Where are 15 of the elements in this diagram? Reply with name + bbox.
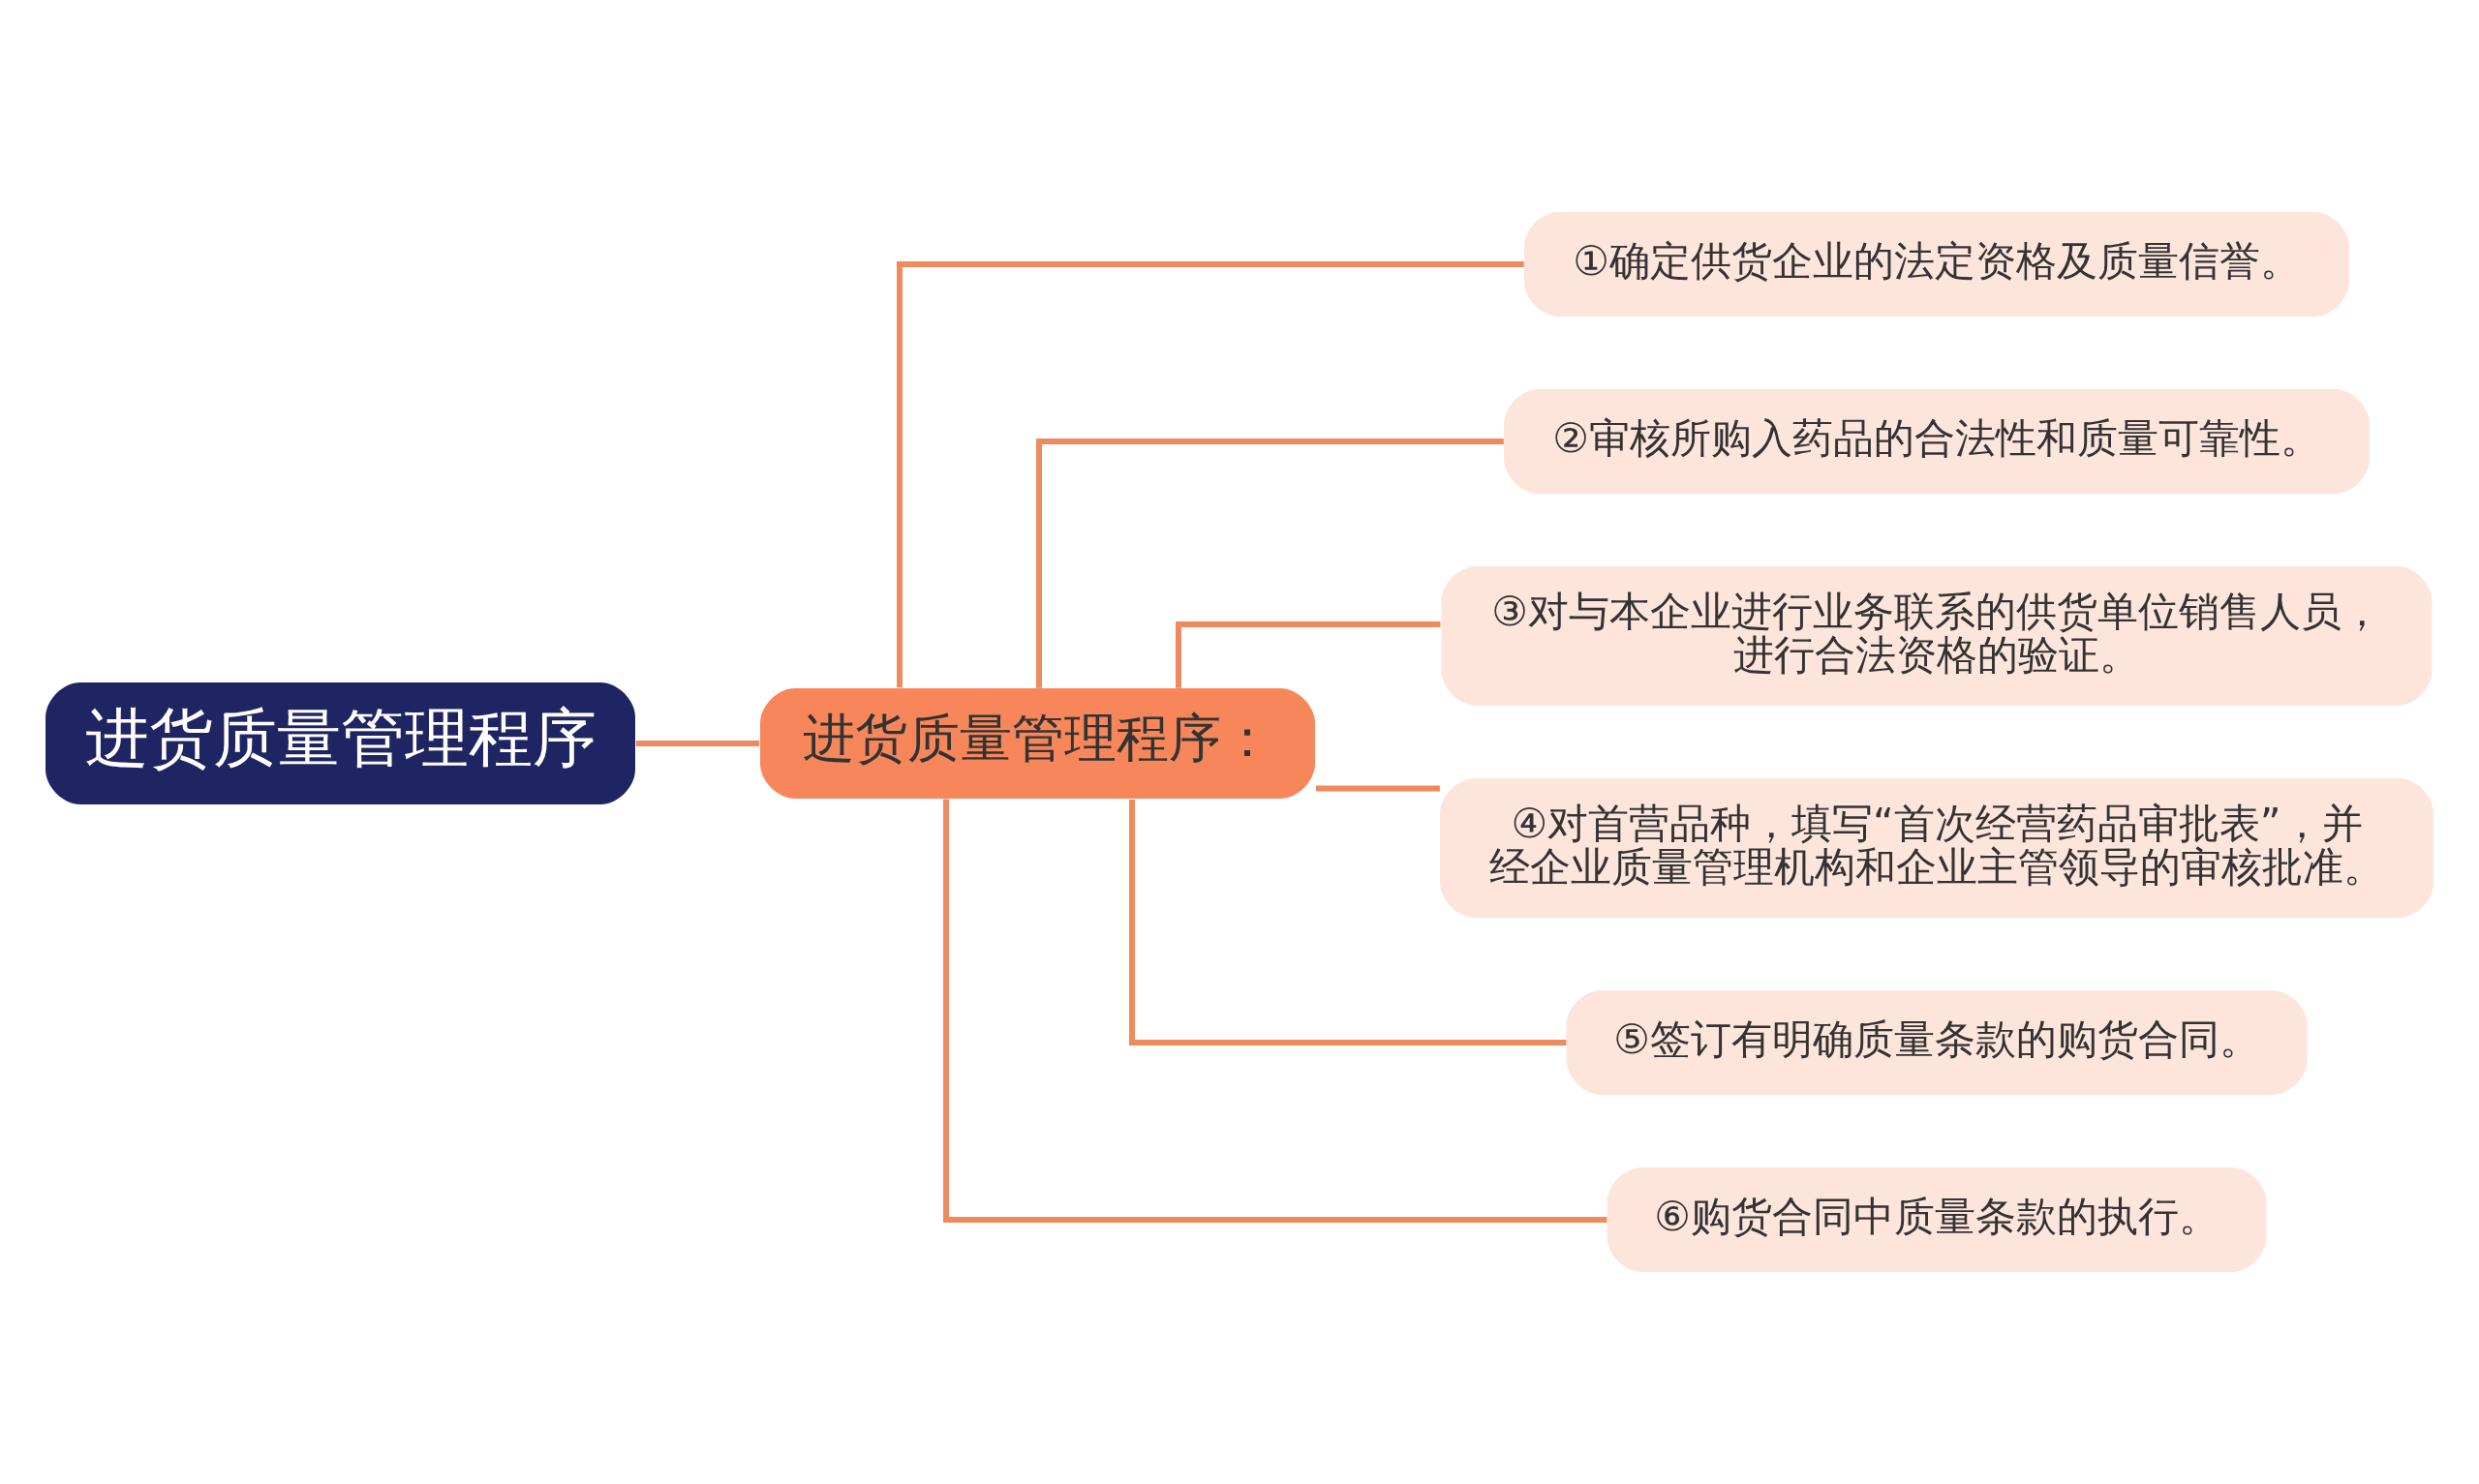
connector: [1036, 439, 1504, 688]
node-box: ①确定供货企业的法定资格及质量信誉。: [1524, 212, 2349, 317]
connector: [897, 261, 1524, 688]
node-box: ④对首营品种，填写“首次经营药品审批表”，并经企业质量管理机构和企业主管领导的审核批准。: [1440, 778, 2433, 918]
connector: [1315, 785, 1440, 792]
connector: [1176, 621, 1441, 688]
node-box: ②审核所购入药品的合法性和质量可靠性。: [1504, 389, 2370, 494]
node-box: ③对与本企业进行业务联系的供货单位销售人员，进行合法资格的验证。: [1441, 566, 2433, 706]
node-box: ⑤签订有明确质量条款的购货合同。: [1566, 990, 2308, 1095]
node-box: 进货质量管理程序: [46, 682, 635, 804]
connector: [635, 741, 759, 746]
node-box: ⑥购货合同中质量条款的执行。: [1607, 1167, 2267, 1272]
connector: [1129, 800, 1567, 1045]
node-box: 进货质量管理程序：: [760, 688, 1315, 799]
connector: [943, 799, 1607, 1223]
